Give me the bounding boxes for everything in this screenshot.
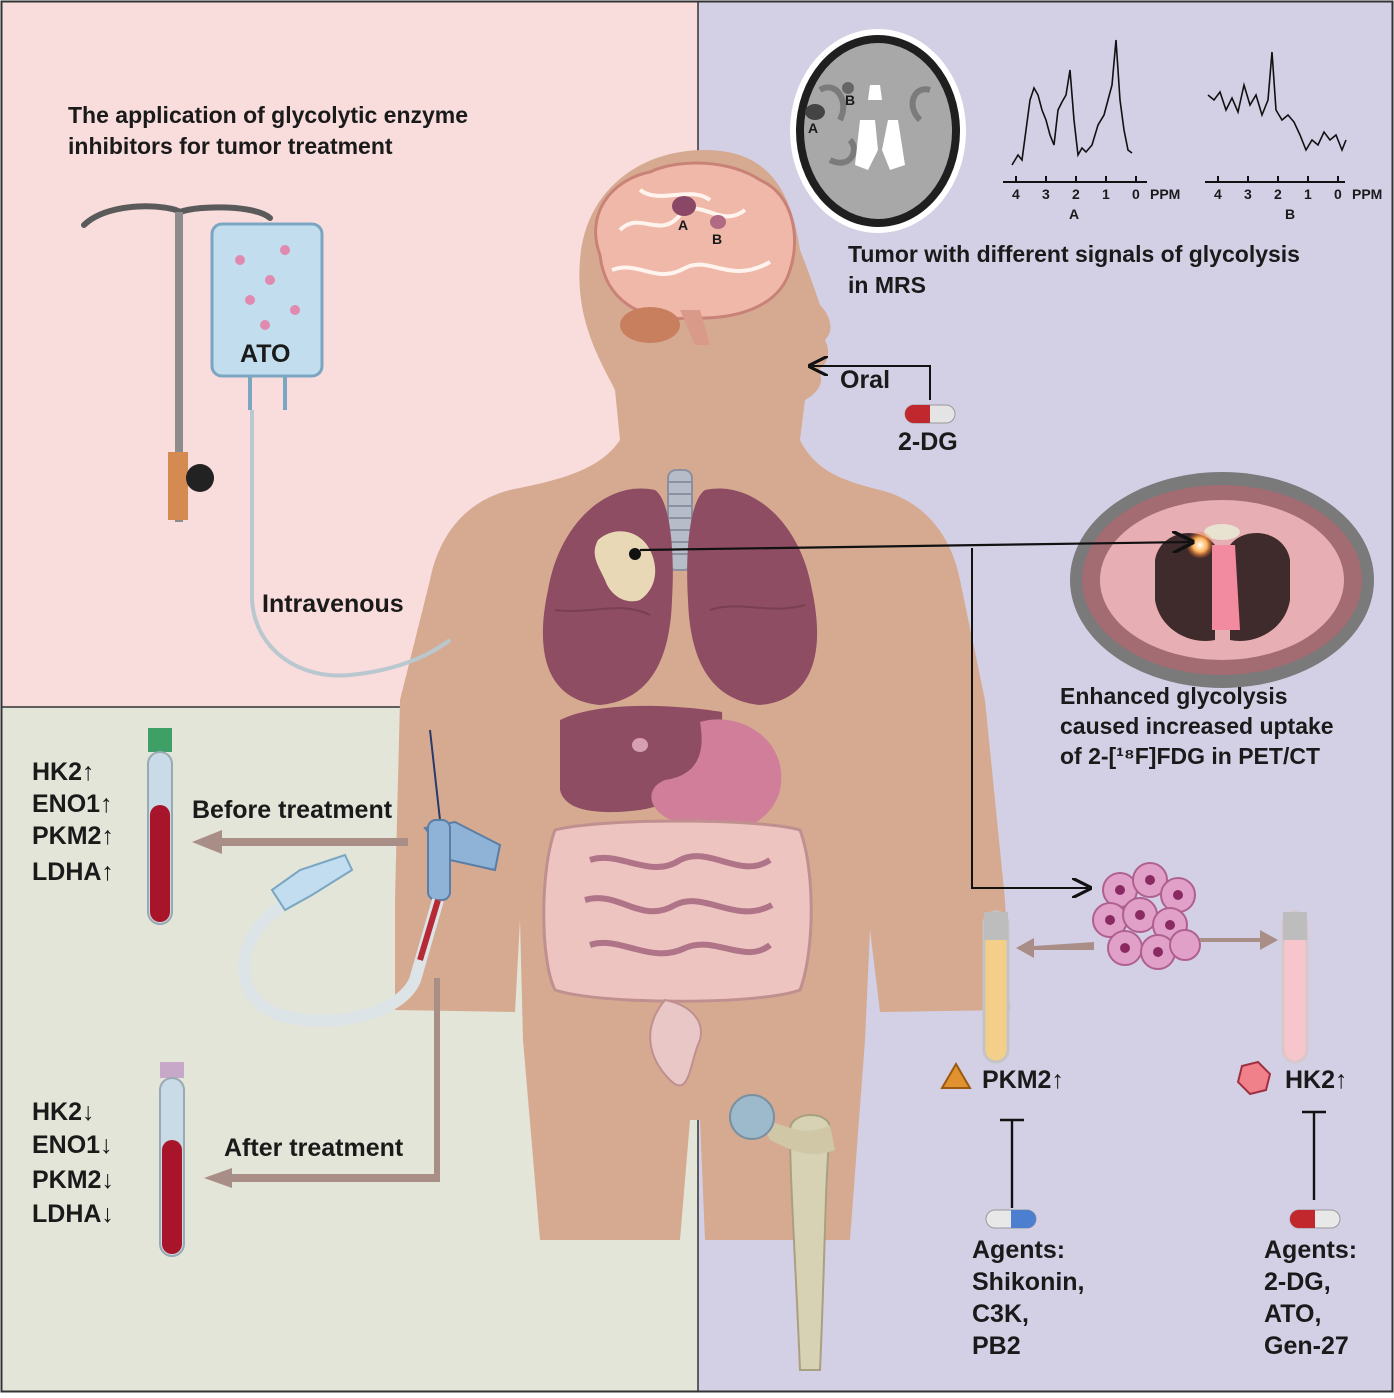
hk2-agent-2: ATO, (1264, 1300, 1321, 1328)
hk2-agent-1: 2-DG, (1264, 1268, 1331, 1296)
iv-bag: ATO (210, 222, 324, 410)
pkm2-agent-3: PB2 (972, 1332, 1021, 1360)
brain-label-b: B (712, 231, 722, 247)
after-marker-hk2: HK2↓ (32, 1098, 95, 1126)
iv-tubing (250, 410, 452, 678)
oral-capsule (904, 404, 956, 424)
after-marker-pkm2: PKM2↓ (32, 1166, 114, 1194)
pkm2-agent-2: C3K, (972, 1300, 1029, 1328)
before-marker-ldha: LDHA↑ (32, 858, 114, 886)
arrow-to-pkm2-tube (1016, 938, 1094, 958)
before-marker-hk2: HK2↑ (32, 758, 95, 786)
brain: A B (594, 161, 797, 345)
hk2-enzyme-label: HK2↑ (1285, 1066, 1348, 1094)
pet-caption-line2: caused increased uptake (1060, 713, 1334, 739)
mrs-a-tick-2: 2 (1072, 186, 1080, 202)
figure-title-line1: The application of glycolytic enzyme (68, 102, 468, 128)
femur-bone (729, 1094, 835, 1371)
mrs-b-ticks (1217, 176, 1339, 182)
oral-drug-label: 2-DG (898, 428, 958, 456)
pkm2-inhibition-bar (1000, 1118, 1024, 1208)
before-treatment-label: Before treatment (192, 796, 393, 824)
figure-title-line2: inhibitors for tumor treatment (68, 133, 393, 159)
after-marker-eno1: ENO1↓ (32, 1131, 113, 1159)
arrow-before-treatment (192, 830, 408, 854)
liver-stomach (560, 705, 782, 832)
hk2-agents-heading: Agents: (1264, 1236, 1357, 1264)
hk2-agent-capsule (1289, 1209, 1341, 1229)
mrs-a-unit: PPM (1150, 186, 1180, 202)
ct-lesion-a (805, 104, 825, 120)
mrs-b-unit: PPM (1352, 186, 1382, 202)
hk2-inhibition-bar (1302, 1110, 1326, 1200)
trachea (667, 469, 693, 571)
pkm2-tube (982, 910, 1010, 1064)
pet-hotspot (1186, 531, 1214, 559)
iv-route-label: Intravenous (262, 590, 404, 618)
mrs-caption-line2: in MRS (848, 272, 926, 298)
pkm2-agent-1: Shikonin, (972, 1268, 1085, 1296)
pkm2-enzyme-label: PKM2↑ (982, 1066, 1064, 1094)
pet-caption-line1: Enhanced glycolysis (1060, 683, 1288, 709)
mrs-b-label: B (1285, 206, 1295, 222)
brain-lesion-b (710, 215, 726, 229)
ct-label-a: A (808, 120, 818, 136)
hk2-agent-3: Gen-27 (1264, 1332, 1349, 1360)
oral-arrow (812, 366, 931, 400)
arrow-to-hk2-tube (1200, 930, 1278, 950)
brain-label-a: A (678, 217, 688, 233)
blood-tube-before (147, 728, 173, 925)
iv-bag-label: ATO (240, 340, 290, 368)
mrs-spectrum-b: 4 3 2 1 0 PPM B (1205, 51, 1382, 222)
iv-stand (81, 203, 273, 522)
lung-tumor-dot (629, 548, 641, 560)
arrow-to-tumor-cells (971, 548, 1088, 888)
pet-ct-scan (1070, 472, 1374, 688)
brain-lesion-a (672, 196, 696, 216)
ct-brain-scan: B A (790, 29, 966, 233)
before-marker-pkm2: PKM2↑ (32, 822, 114, 850)
mrs-b-tick-1: 1 (1304, 186, 1312, 202)
mrs-spectrum-a: 4 3 2 1 0 PPM A (1003, 39, 1180, 222)
mrs-caption-line1: Tumor with different signals of glycolys… (848, 241, 1300, 267)
mrs-b-tick-4: 4 (1214, 186, 1222, 202)
tumor-cell-cluster (1092, 862, 1201, 970)
after-treatment-label: After treatment (224, 1134, 404, 1162)
oral-route-label: Oral (840, 366, 890, 394)
pkm2-agents-heading: Agents: (972, 1236, 1065, 1264)
pkm2-agent-capsule (985, 1209, 1037, 1229)
ct-lesion-b (842, 82, 854, 94)
ct-label-b: B (845, 92, 855, 108)
mrs-b-tick-3: 3 (1244, 186, 1252, 202)
intestines (542, 819, 813, 1087)
arrow-to-pet (639, 542, 1190, 550)
pet-caption-line3: of 2-[¹⁸F]FDG in PET/CT (1060, 743, 1320, 769)
mrs-a-tick-4: 4 (1012, 186, 1020, 202)
blood-draw-needle (238, 729, 502, 1027)
mrs-a-label: A (1069, 206, 1079, 222)
pkm2-triangle-icon (940, 1062, 972, 1089)
mrs-b-tick-2: 2 (1274, 186, 1282, 202)
mrs-a-tick-3: 3 (1042, 186, 1050, 202)
hk2-tube (1281, 910, 1309, 1064)
mrs-a-tick-1: 1 (1102, 186, 1110, 202)
mrs-b-tick-0: 0 (1334, 186, 1342, 202)
mrs-a-ticks (1015, 176, 1137, 182)
mrs-a-tick-0: 0 (1132, 186, 1140, 202)
lungs (542, 488, 818, 705)
before-marker-eno1: ENO1↑ (32, 790, 113, 818)
hk2-hexagon-icon (1236, 1060, 1272, 1096)
blood-tube-after (159, 1062, 185, 1257)
after-marker-ldha: LDHA↓ (32, 1200, 114, 1228)
